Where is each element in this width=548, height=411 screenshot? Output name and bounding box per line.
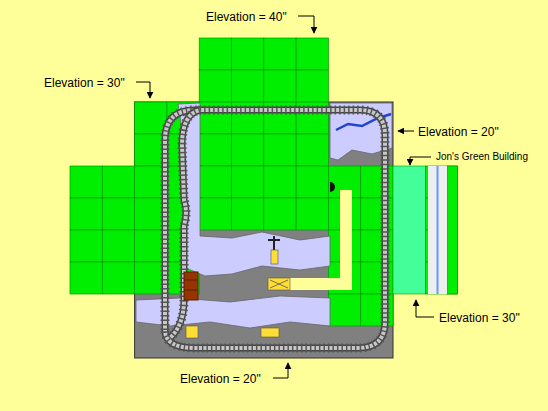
canyon bbox=[178, 103, 330, 276]
grid-square bbox=[102, 262, 134, 294]
leader-arrow bbox=[298, 16, 314, 33]
road bbox=[268, 190, 346, 284]
grid-square bbox=[328, 294, 360, 326]
grid-square bbox=[70, 230, 102, 262]
small-structure bbox=[186, 326, 198, 338]
track-ties bbox=[170, 110, 200, 338]
grid-square bbox=[232, 166, 264, 198]
elevation-label: Elevation = 20" bbox=[418, 125, 499, 139]
grid-square bbox=[296, 134, 328, 166]
station-building bbox=[184, 280, 198, 281]
grid-square bbox=[264, 70, 296, 102]
grid-square bbox=[102, 166, 134, 198]
structures bbox=[184, 182, 335, 338]
building-label: Jon's Green Building bbox=[436, 151, 528, 163]
grid-square bbox=[70, 166, 102, 198]
station-building bbox=[184, 290, 198, 291]
crane bbox=[271, 250, 278, 264]
signal bbox=[330, 182, 335, 192]
elevation-label: Elevation = 30" bbox=[439, 311, 520, 325]
terrain bbox=[135, 102, 393, 358]
grid-square bbox=[102, 230, 134, 262]
grid-square bbox=[264, 134, 296, 166]
vehicle bbox=[261, 328, 279, 337]
grid-square bbox=[102, 198, 134, 230]
grid-square bbox=[199, 198, 231, 230]
low-level-ground bbox=[135, 102, 393, 358]
track-bed bbox=[170, 110, 200, 338]
grid-square bbox=[232, 198, 264, 230]
grid-squares bbox=[70, 38, 458, 326]
leader-arrow bbox=[416, 300, 434, 317]
grid-square bbox=[264, 38, 296, 70]
grid-square bbox=[232, 38, 264, 70]
station-building bbox=[184, 272, 198, 300]
grid-square bbox=[135, 102, 167, 134]
leader-arrow bbox=[136, 82, 150, 98]
grid-square bbox=[232, 134, 264, 166]
track-ties bbox=[165, 110, 385, 348]
leader-lines bbox=[136, 16, 434, 378]
elevation-label: Elevation = 30" bbox=[44, 76, 125, 90]
street-stripe bbox=[437, 166, 439, 294]
green-building bbox=[393, 166, 425, 294]
leader-arrow bbox=[398, 131, 414, 132]
grid-square bbox=[296, 38, 328, 70]
leader-arrow bbox=[273, 363, 288, 378]
grid-square bbox=[296, 70, 328, 102]
track bbox=[165, 110, 385, 348]
elevation-label: Elevation = 20" bbox=[180, 372, 261, 386]
grid-square bbox=[70, 198, 102, 230]
grid-square bbox=[232, 70, 264, 102]
grid-square bbox=[296, 198, 328, 230]
grid-square bbox=[264, 166, 296, 198]
small-structure bbox=[270, 280, 288, 288]
leader-arrow bbox=[410, 157, 431, 165]
grid-square bbox=[199, 38, 231, 70]
grid-square bbox=[447, 166, 458, 294]
elevation-label: Elevation = 40" bbox=[206, 10, 287, 24]
street bbox=[428, 166, 447, 294]
grid-square bbox=[199, 134, 231, 166]
track-rails bbox=[170, 110, 200, 338]
grid-square bbox=[264, 198, 296, 230]
grid-square bbox=[199, 70, 231, 102]
track-rails bbox=[165, 110, 385, 348]
track-bed bbox=[165, 110, 385, 348]
small-structure bbox=[268, 278, 290, 290]
grid-square bbox=[70, 262, 102, 294]
grid-square bbox=[296, 166, 328, 198]
grid-square bbox=[199, 166, 231, 198]
